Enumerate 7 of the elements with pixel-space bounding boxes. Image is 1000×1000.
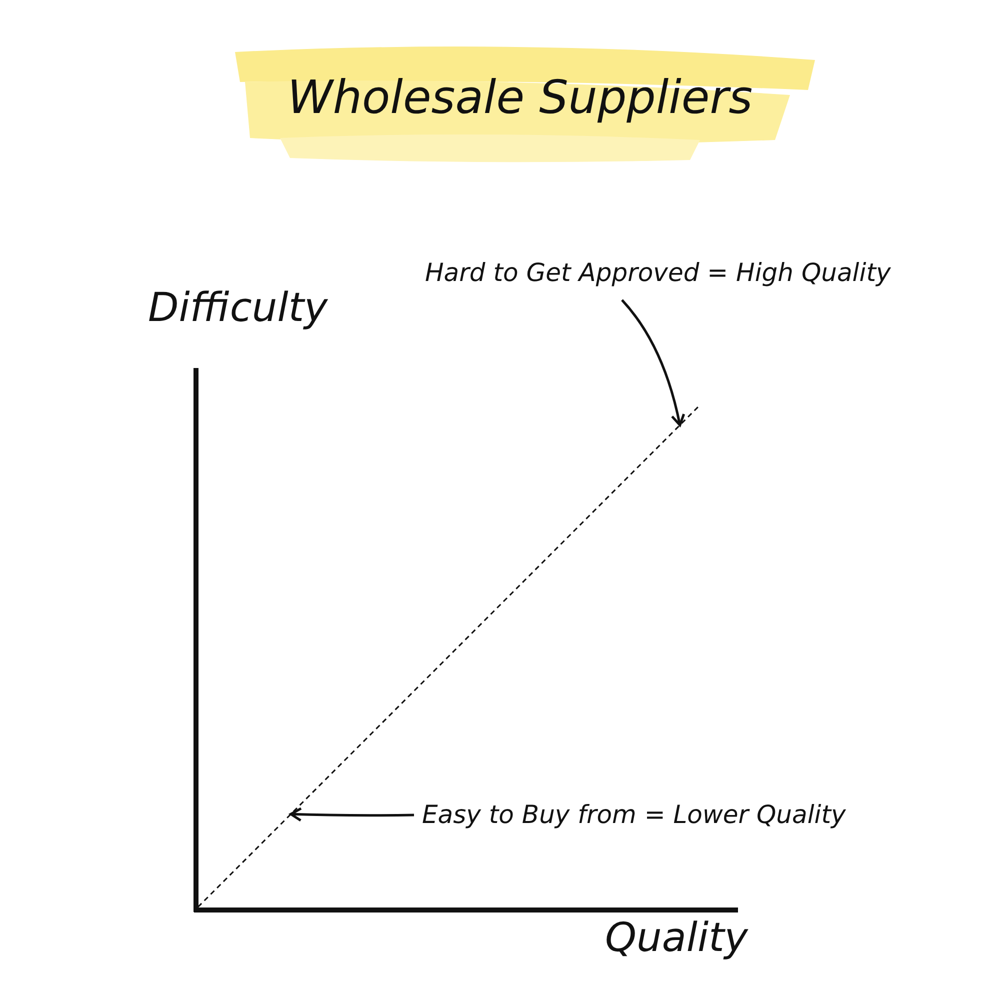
- annotation-text: Easy to Buy from = Lower Quality: [422, 800, 846, 829]
- leader-arrow: [621, 299, 685, 426]
- axis-label: Quality: [605, 915, 748, 961]
- annotation-text: Hard to Get Approved = High Quality: [425, 258, 891, 287]
- leader-arrow: [290, 807, 414, 822]
- axis-label: Difficulty: [148, 285, 328, 331]
- title: Wholesale Suppliers: [287, 70, 753, 124]
